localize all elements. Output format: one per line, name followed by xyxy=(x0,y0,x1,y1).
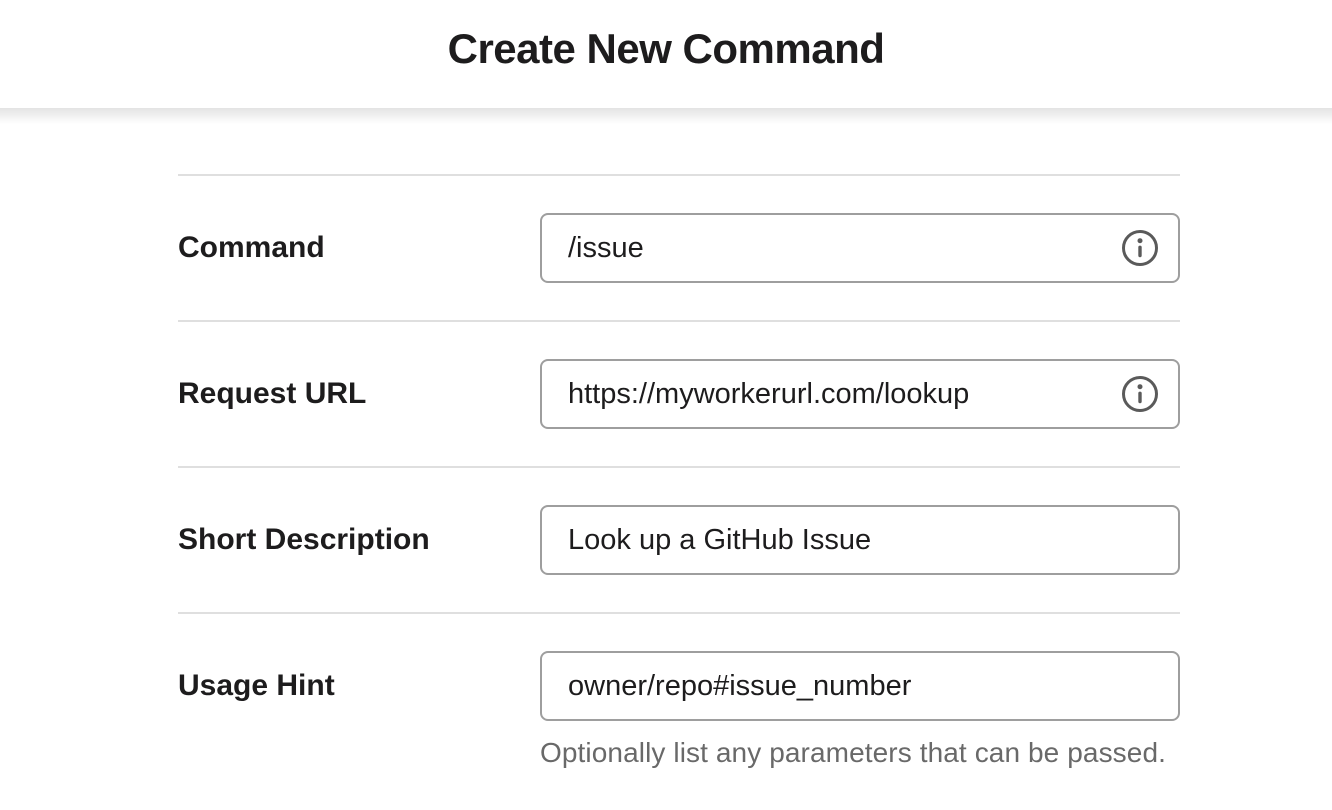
info-icon[interactable] xyxy=(1120,228,1160,268)
form-row-short-description: Short Description xyxy=(178,466,1180,612)
short-description-input[interactable] xyxy=(540,505,1180,575)
create-command-form: Command Request URL xyxy=(178,174,1180,806)
command-label: Command xyxy=(178,231,325,264)
usage-hint-label: Usage Hint xyxy=(178,669,335,702)
form-row-command: Command xyxy=(178,174,1180,320)
form-row-usage-hint: Usage Hint Optionally list any parameter… xyxy=(178,612,1180,806)
page-header: Create New Command xyxy=(0,0,1332,124)
usage-hint-input[interactable] xyxy=(540,651,1180,721)
page-title: Create New Command xyxy=(447,25,885,72)
command-input[interactable] xyxy=(540,213,1180,283)
info-icon[interactable] xyxy=(1120,374,1160,414)
request-url-input[interactable] xyxy=(540,359,1180,429)
form-row-request-url: Request URL xyxy=(178,320,1180,466)
usage-hint-helper-text: Optionally list any parameters that can … xyxy=(540,737,1167,768)
request-url-label: Request URL xyxy=(178,377,367,410)
short-description-label: Short Description xyxy=(178,523,430,556)
